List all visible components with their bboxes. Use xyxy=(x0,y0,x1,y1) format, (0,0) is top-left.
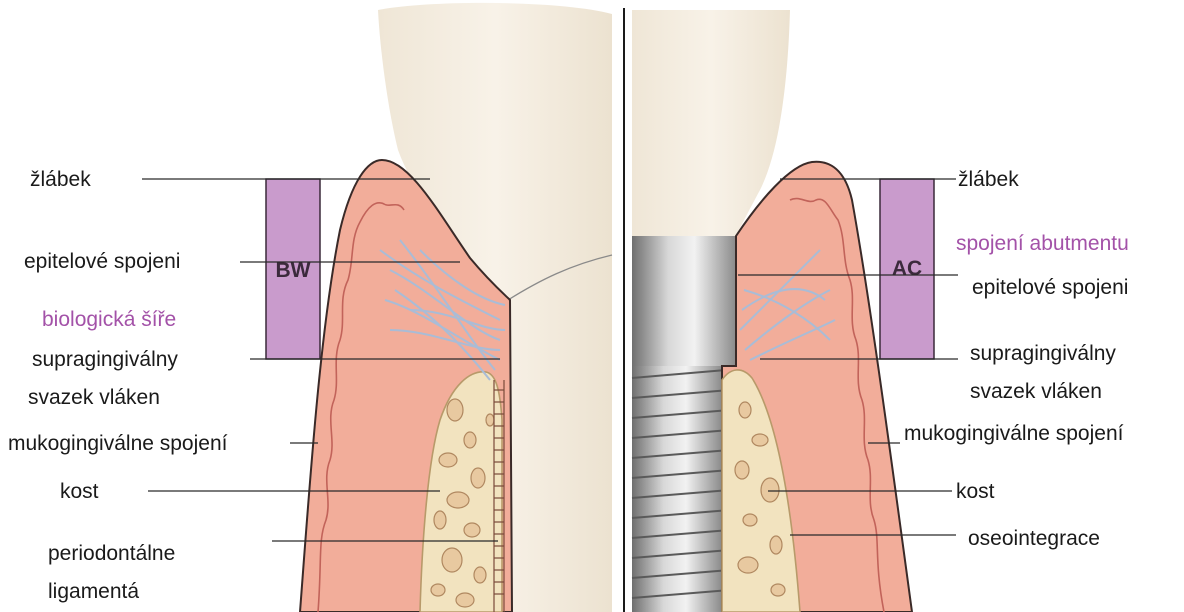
label-biologic-width: biologická šíře xyxy=(42,308,176,331)
label-junctional-epithelium-left: epitelové spojeni xyxy=(24,250,180,273)
label-fiber-line2-left: svazek vláken xyxy=(28,386,160,409)
natural-tooth-illustration xyxy=(300,3,612,612)
label-fiber-line1-left: supragingiválny xyxy=(32,348,178,371)
ac-box-label: AC xyxy=(892,257,922,280)
label-ligament-line2: ligamentá xyxy=(48,580,139,603)
label-mucogingival-right: mukogingiválne spojení xyxy=(904,422,1124,445)
implant-threads xyxy=(632,366,730,612)
label-sulcus-right: žlábek xyxy=(958,168,1019,191)
label-fiber-line2-right: svazek vláken xyxy=(970,380,1102,403)
label-sulcus-left: žlábek xyxy=(30,168,91,191)
label-abutment-connection: spojení abutmentu xyxy=(956,232,1129,255)
bw-measure-box: BW xyxy=(266,179,320,359)
label-bone-left: kost xyxy=(60,480,99,503)
label-junctional-epithelium-right: epitelové spojeni xyxy=(972,276,1128,299)
label-mucogingival-left: mukogingiválne spojení xyxy=(8,432,228,455)
implant-illustration xyxy=(632,10,912,612)
label-bone-right: kost xyxy=(956,480,995,503)
ac-measure-box: AC xyxy=(880,179,934,359)
label-fiber-line1-right: supragingiválny xyxy=(970,342,1116,365)
abutment xyxy=(632,236,736,366)
label-osseointegration: oseointegrace xyxy=(968,527,1100,550)
label-ligament-line1: periodontálne xyxy=(48,542,175,565)
